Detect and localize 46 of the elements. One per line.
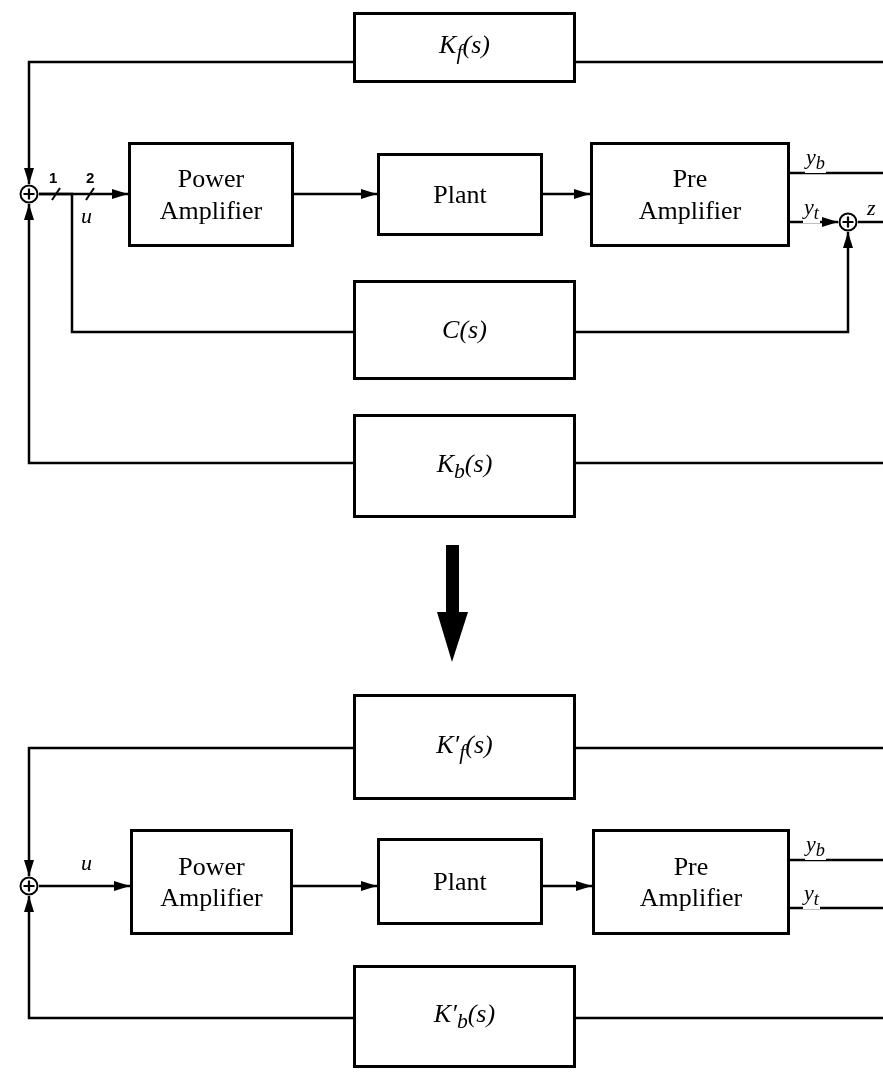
- block-label: C(s): [442, 314, 487, 346]
- connector-line: [543, 189, 590, 199]
- bus-width-number: 2: [86, 170, 95, 185]
- block-box: [130, 829, 293, 935]
- connector-line: [790, 858, 883, 862]
- block-label: K′$_{b}$(s): [433, 998, 496, 1035]
- block-box: [353, 280, 576, 380]
- block-label: K$_{b}$(s): [436, 447, 493, 485]
- connector-line: [790, 171, 883, 175]
- connector-line: [576, 60, 883, 64]
- summing-junction: [19, 876, 39, 896]
- summing-junction: [838, 212, 858, 232]
- block-box: [128, 142, 294, 247]
- connector-line: [576, 232, 853, 334]
- block-box: [377, 838, 543, 925]
- block-box: [353, 694, 576, 800]
- bus-width-number: 1: [49, 170, 58, 185]
- block-label: Plant: [433, 865, 487, 898]
- block-label: Pre Amplifier: [638, 850, 744, 914]
- connector-line: [39, 192, 353, 334]
- connector-line: [790, 906, 883, 910]
- block-label: Plant: [433, 178, 487, 211]
- connector-line: [24, 746, 353, 876]
- block-label: K′$_{f}$(s): [436, 728, 493, 766]
- connector-line: [576, 1016, 883, 1020]
- summing-junction: [19, 184, 39, 204]
- block-label: Power Amplifier: [158, 163, 264, 226]
- block-box: [377, 153, 543, 236]
- connector-line: [24, 896, 353, 1020]
- block-box: [353, 965, 576, 1068]
- connector-line: [576, 461, 883, 465]
- connector-line: [576, 746, 883, 750]
- block-label: Power Amplifier: [159, 850, 264, 914]
- connector-line: [543, 881, 592, 891]
- connector-line: [293, 881, 377, 891]
- block-box: [353, 414, 576, 518]
- connector-line: [858, 220, 883, 224]
- connector-line: [24, 204, 353, 465]
- block-box: [590, 142, 790, 247]
- block-label: K$_{f}$(s): [439, 29, 490, 66]
- connector-line: [24, 60, 353, 184]
- block-label: Pre Amplifier: [637, 163, 743, 226]
- connector-line: [39, 881, 130, 891]
- block-box: [353, 12, 576, 83]
- connector-line: [294, 189, 377, 199]
- block-box: [592, 829, 790, 935]
